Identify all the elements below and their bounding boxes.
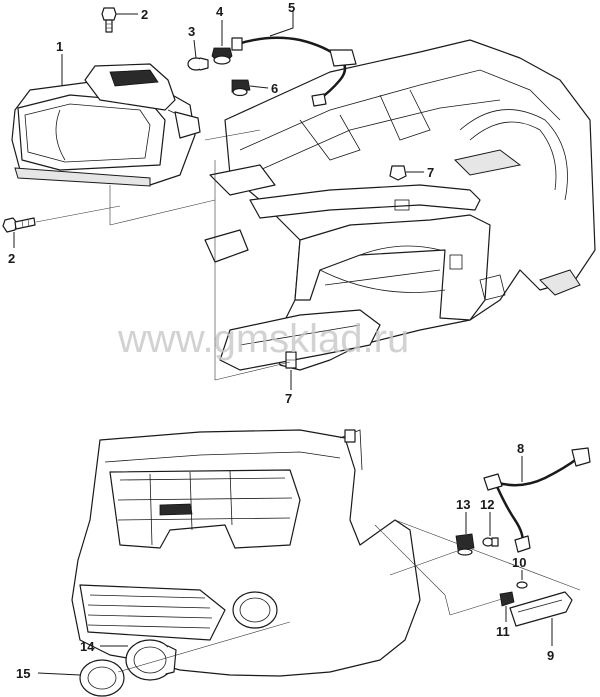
callout-14: 14: [80, 639, 95, 654]
bolt-lower: [2, 217, 36, 233]
front-body-structure: [204, 39, 596, 371]
fog-lamp: [125, 639, 177, 681]
bulb-socket: [211, 47, 233, 65]
side-marker-harness: [483, 447, 591, 553]
callout-4: 4: [216, 4, 224, 19]
callout-15: 15: [16, 666, 30, 681]
callout-13: 13: [456, 497, 470, 512]
callout-10: 10: [512, 555, 526, 570]
headlamp-assembly: [11, 63, 201, 187]
o-ring: [516, 581, 528, 589]
side-marker-bulb: [482, 537, 499, 547]
fog-lamp-bezel: [79, 659, 125, 697]
side-marker-lamp: [509, 591, 573, 627]
retainer-nut: [499, 591, 515, 607]
callout-7-upper: 7: [427, 165, 434, 180]
bulb: [187, 57, 209, 71]
callout-11: 11: [496, 624, 510, 639]
callout-1: 1: [56, 39, 63, 54]
side-marker-socket: [455, 533, 475, 556]
callout-8: 8: [517, 441, 524, 456]
assembly-lines-upper: [35, 129, 291, 381]
front-bumper-fascia: [71, 429, 421, 677]
watermark-text: www.gmsklad.ru: [117, 317, 409, 361]
bulb-socket-lower: [231, 79, 251, 97]
callout-2-upper: 2: [141, 7, 148, 22]
callout-2-lower: 2: [8, 251, 15, 266]
callout-6: 6: [271, 81, 278, 96]
callout-12: 12: [480, 497, 494, 512]
callout-5: 5: [288, 0, 295, 15]
wiring-harness-headlamp: [231, 36, 357, 107]
fog-lamp-axis: [117, 621, 291, 673]
callout-labels: 1 2 2 3 4 5 6 7 7 8 9 10 11 12 13 14 15: [8, 0, 554, 681]
callout-leaders: [13, 10, 553, 676]
bolt-upper: [101, 7, 117, 33]
callout-7-lower: 7: [285, 391, 292, 406]
nut-clip-upper: [389, 165, 407, 181]
callout-9: 9: [547, 648, 554, 663]
assembly-lines-lower: [374, 519, 581, 616]
callout-3: 3: [188, 24, 195, 39]
